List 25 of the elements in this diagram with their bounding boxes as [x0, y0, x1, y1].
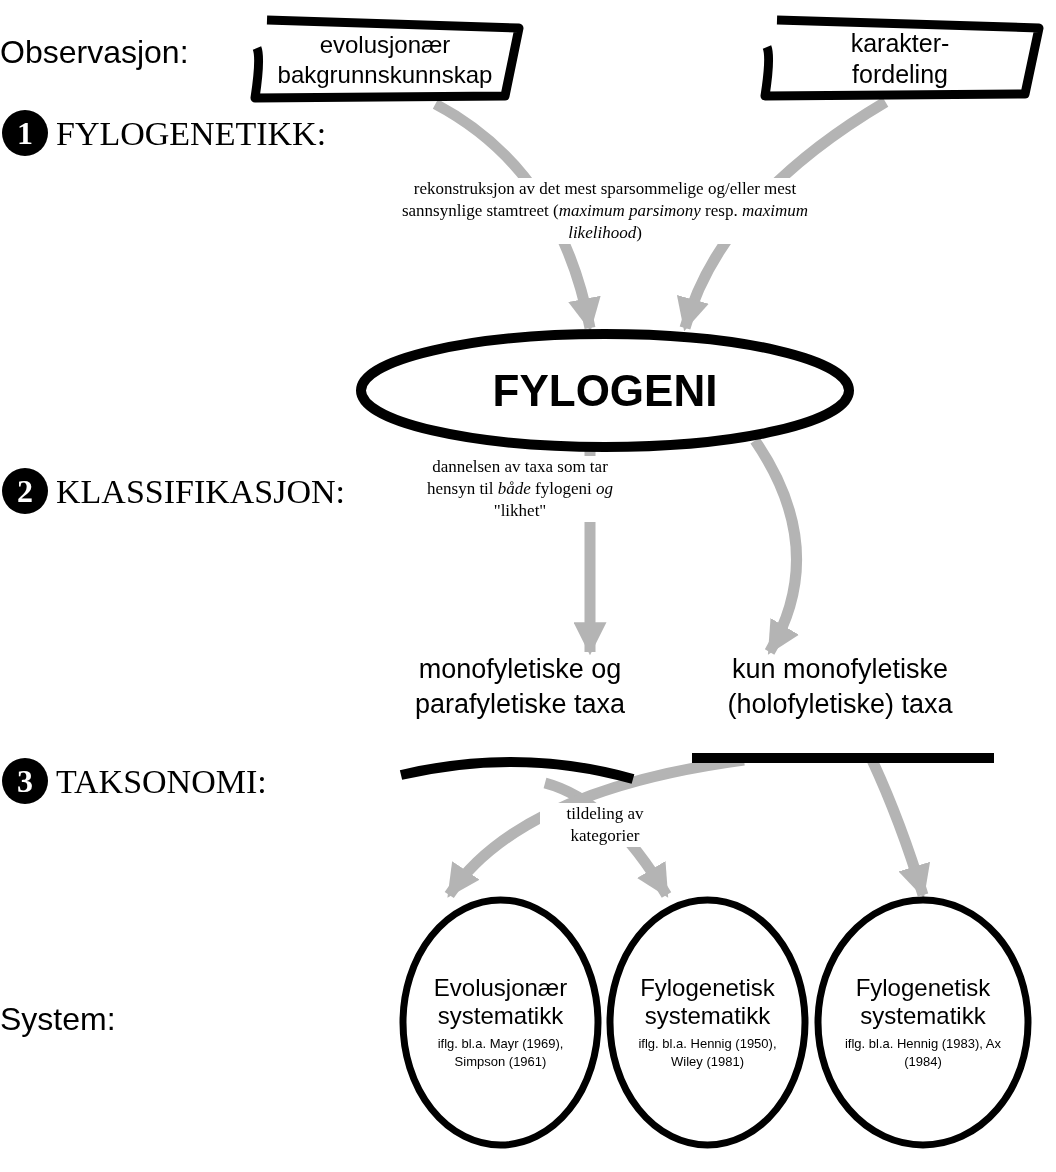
system-title: Fylogenetisk systematikk	[854, 973, 992, 1032]
row-label: System:	[0, 1000, 116, 1039]
taxa-text: monofyletiske og parafyletiske taxa	[413, 653, 627, 722]
reference-text: iflg. bl.a. Mayr (1969), Simpson (1961)	[436, 1035, 565, 1072]
system-title: Fylogenetisk systematikk	[639, 973, 776, 1032]
system-title: Evolusjonær systematikk	[432, 973, 569, 1032]
system-circle	[605, 895, 810, 1150]
box-text: karakter- fordeling	[849, 27, 951, 90]
arrow	[750, 437, 802, 655]
oval-text: FYLOGENI	[492, 364, 718, 417]
step-number: 1	[2, 110, 48, 156]
stage-heading: TAKSONOMI:	[56, 762, 267, 802]
reference-text: iflg. bl.a. Hennig (1950), Wiley (1981)	[637, 1035, 778, 1072]
row-label: Observasjon:	[0, 33, 189, 72]
step-number: 2	[2, 468, 48, 514]
system-circle	[813, 895, 1033, 1150]
stage-heading: FYLOGENETIKK:	[56, 114, 327, 154]
box-text: evolusjonær bakgrunnskunnskap	[276, 30, 494, 90]
taxa-text: kun monofyletiske (holofyletiske) taxa	[726, 653, 954, 722]
system-circle	[398, 895, 603, 1150]
reference-text: iflg. bl.a. Hennig (1983), Ax (1984)	[843, 1035, 1003, 1072]
edge-label: dannelsen av taxa som tar hensyn til både fylogeni og "likhet"	[425, 456, 615, 523]
stage-heading: KLASSIFIKASJON:	[56, 472, 346, 512]
oval-node	[355, 328, 855, 453]
step-number: 3	[2, 758, 48, 804]
